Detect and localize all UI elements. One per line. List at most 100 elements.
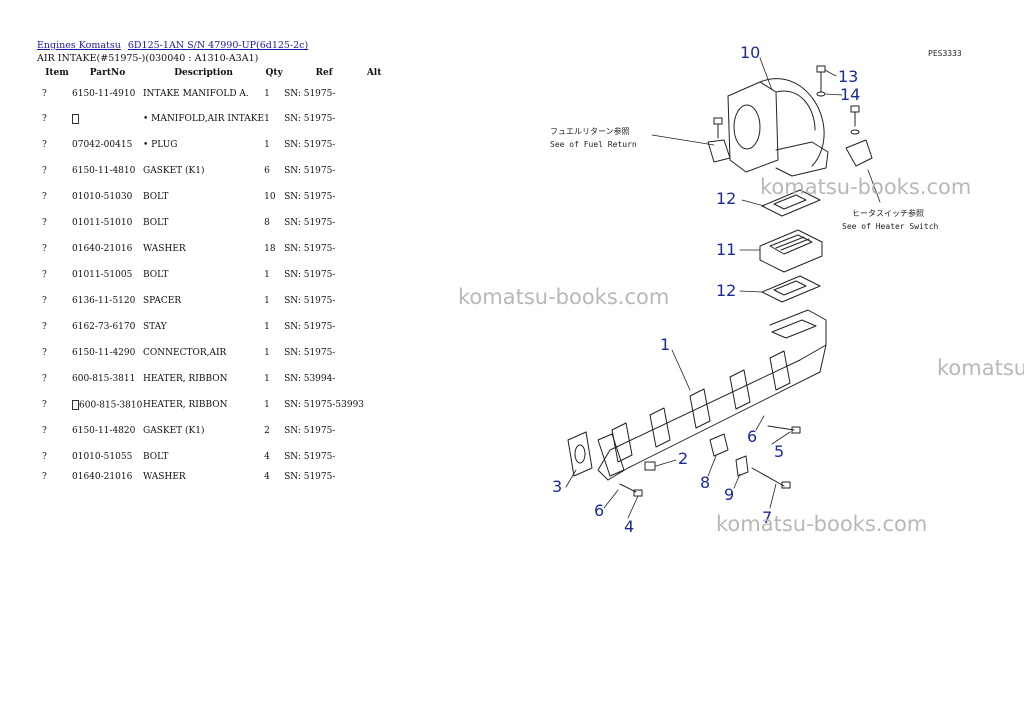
cell-alt [364,106,384,132]
note-heater-switch-en: See of Heater Switch [842,222,939,231]
callout-9: 9 [724,485,734,504]
table-header-row: Item PartNo Description Qty Ref Alt [36,66,384,80]
callout-8: 8 [700,473,710,492]
intake-manifold-drawing [597,309,827,481]
cell-description: WASHER [143,244,186,254]
cell-qty: 1 [264,140,270,150]
cell-item: ? [42,472,47,482]
missing-glyph-icon [72,113,79,124]
cell-ref: SN: 51975- [284,114,336,124]
cell-description: • PLUG [143,140,178,150]
breadcrumb-link-engines[interactable]: Engines Komatsu [37,40,121,51]
cell-qty: 1 [264,296,270,306]
cell-alt [364,366,384,392]
cell-description: • MANIFOLD,AIR INTAKE [143,114,265,124]
cell-item: ? [42,400,47,410]
table-row: ? • MANIFOLD,AIR INTAKE 1 SN: 51975- [36,106,384,132]
cell-partno: 6162-73-6170 [72,322,136,332]
callout-13: 13 [838,67,858,86]
cell-ref: SN: 51975- [284,472,336,482]
bolt-5-drawing [767,425,801,434]
cell-description: BOLT [143,192,169,202]
watermark: komatsu-books.com [716,512,928,536]
cell-item: ? [42,192,47,202]
cell-alt [364,340,384,366]
table-row: ? 600-815-3810 HEATER, RIBBON 1 SN: 5197… [36,392,384,418]
cell-item: ? [42,374,47,384]
cell-alt [364,158,384,184]
cell-ref: SN: 51975- [284,89,336,99]
cell-alt [364,392,384,418]
cell-qty: 6 [264,166,270,176]
cell-partno: 6150-11-4810 [72,166,136,176]
header-item: Item [45,68,69,78]
bolt-fuel-side-drawing [713,117,723,139]
cell-partno: 6136-11-5120 [72,296,136,306]
callout-10: 10 [740,43,760,62]
diagram-code: PES3333 [928,49,962,58]
gasket-12-upper-drawing [761,189,821,217]
table-row: ? 01011-51005 BOLT 1 SN: 51975- [36,262,384,288]
cell-description: BOLT [143,270,169,280]
table-row: ? 07042-00415 • PLUG 1 SN: 51975- [36,132,384,158]
bolt-7-drawing [751,467,791,489]
air-connector-drawing [707,78,873,177]
gasket-12-lower-drawing [761,275,821,303]
cell-ref: SN: 51975-53993 [284,400,365,410]
header-description: Description [174,68,233,78]
parts-diagram: 10 13 14 12 11 12 1 2 3 4 5 6 6 7 8 9 PE… [550,43,962,536]
cell-qty: 1 [264,270,270,280]
cell-partno: 01011-51005 [72,270,133,280]
cell-partno: 01010-51055 [72,452,133,462]
cell-partno: 6150-11-4910 [72,89,136,99]
cell-description: HEATER, RIBBON [143,400,228,410]
cell-qty: 1 [264,374,270,384]
cell-partno: 6150-11-4290 [72,348,136,358]
cell-qty: 8 [264,218,270,228]
header-partno: PartNo [89,68,126,78]
callout-14: 14 [840,85,860,104]
cell-ref: SN: 51975- [284,426,336,436]
cell-qty: 2 [264,426,270,436]
callout-2: 2 [678,449,688,468]
cell-partno: 01010-51030 [72,192,133,202]
parts-table: Item PartNo Description Qty Ref Alt ? 61… [36,66,384,484]
spacer-8-drawing [709,433,729,457]
cell-item: ? [42,426,47,436]
callout-11: 11 [716,240,736,259]
table-row: ? 01011-51010 BOLT 8 SN: 51975- [36,210,384,236]
cell-partno: 6150-11-4820 [72,426,136,436]
cell-ref: SN: 51975- [284,140,336,150]
table-row: ? 6162-73-6170 STAY 1 SN: 51975- [36,314,384,340]
cell-qty: 4 [264,472,270,482]
cell-description: BOLT [143,452,169,462]
cell-alt [364,418,384,444]
cell-description: HEATER, RIBBON [143,374,228,384]
cell-item: ? [42,452,47,462]
cell-partno: 600-815-3811 [72,374,136,384]
bolt-13-drawing [816,65,826,97]
cell-ref: SN: 51975- [284,218,336,228]
cell-item: ? [42,244,47,254]
cell-description: STAY [143,322,167,332]
callout-6-right: 6 [747,427,757,446]
cell-alt [364,262,384,288]
cell-partno: 01640-21016 [72,472,133,482]
plug-2-drawing [644,461,656,471]
cell-qty: 10 [264,192,276,202]
breadcrumb-link-model[interactable]: 6D125-1AN S/N 47990-UP(6d125-2c) [127,40,309,51]
callout-1: 1 [660,335,670,354]
cell-qty: 1 [264,400,270,410]
table-row: ? 6150-11-4820 GASKET (K1) 2 SN: 51975- [36,418,384,444]
cell-ref: SN: 51975- [284,192,336,202]
cell-item: ? [42,89,47,99]
cell-description: GASKET (K1) [143,166,205,176]
table-row: ? 01010-51055 BOLT 4 SN: 51975- [36,444,384,470]
callout-7: 7 [762,508,772,527]
cell-ref: SN: 51975- [284,452,336,462]
cell-ref: SN: 51975- [284,322,336,332]
watermark: komatsu-books.com [937,356,1024,380]
cell-description: CONNECTOR,AIR [143,348,227,358]
cell-description: BOLT [143,218,169,228]
header-ref: Ref [315,68,333,78]
